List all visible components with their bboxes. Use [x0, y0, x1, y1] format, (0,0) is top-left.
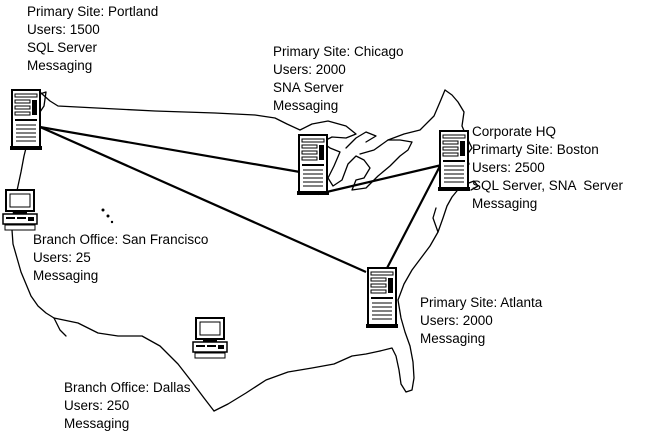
site-service: SNA Server	[273, 80, 344, 95]
link-boston-atlanta	[384, 165, 441, 273]
server-icon	[9, 89, 43, 151]
site-service: Messaging	[33, 268, 99, 283]
northern-border	[40, 92, 301, 131]
site-users: Users: 250	[64, 398, 130, 413]
link-portland-chicago	[39, 125, 301, 174]
site-service: Messaging	[27, 58, 93, 73]
site-service: Messaging	[420, 331, 486, 346]
site-label-atlanta: Primary Site: Atlanta Users: 2000 Messag…	[420, 294, 542, 348]
site-service: Messaging	[64, 416, 130, 431]
workstation-icon	[2, 189, 38, 231]
site-heading: Corporate HQ	[472, 124, 557, 139]
site-users: Users: 2000	[273, 62, 346, 77]
network-links	[39, 125, 447, 274]
site-title: Primary Site: Portland	[27, 4, 159, 19]
site-label-portland: Primary Site: Portland Users: 1500 SQL S…	[27, 3, 158, 75]
workstation-icon	[192, 317, 228, 359]
gulf-coastline	[213, 350, 381, 412]
site-users: Users: 25	[33, 250, 91, 265]
mexican-border	[53, 317, 215, 412]
site-title: Branch Office: San Francisco	[33, 232, 209, 247]
link-portland-atlanta	[39, 125, 367, 274]
site-title: Primarty Site: Boston	[472, 142, 599, 157]
atlantic-coastline	[397, 89, 473, 301]
site-label-boston: Corporate HQ Primarty Site: Boston Users…	[472, 123, 623, 213]
site-label-san-francisco: Branch Office: San Francisco Users: 25 M…	[33, 231, 208, 285]
great-lakes	[299, 120, 413, 191]
site-title: Branch Office: Dallas	[64, 380, 191, 395]
site-title: Primary Site: Atlanta	[420, 295, 543, 310]
site-label-chicago: Primary Site: Chicago Users: 2000 SNA Se…	[273, 43, 404, 115]
site-service: Messaging	[273, 98, 339, 113]
link-chicago-boston	[317, 162, 447, 196]
server-icon	[296, 134, 330, 196]
site-service: Messaging	[472, 196, 538, 211]
site-users: Users: 2500	[472, 160, 545, 175]
server-icon	[437, 130, 471, 192]
site-users: Users: 2000	[420, 313, 493, 328]
site-service: SQL Server	[27, 40, 98, 55]
site-title: Primary Site: Chicago	[273, 44, 404, 59]
site-service: SQL Server, SNA Server	[472, 178, 624, 193]
server-icon	[365, 267, 399, 329]
site-label-dallas: Branch Office: Dallas Users: 250 Messagi…	[64, 379, 191, 433]
site-users: Users: 1500	[27, 22, 100, 37]
florida-coastline	[379, 299, 415, 393]
